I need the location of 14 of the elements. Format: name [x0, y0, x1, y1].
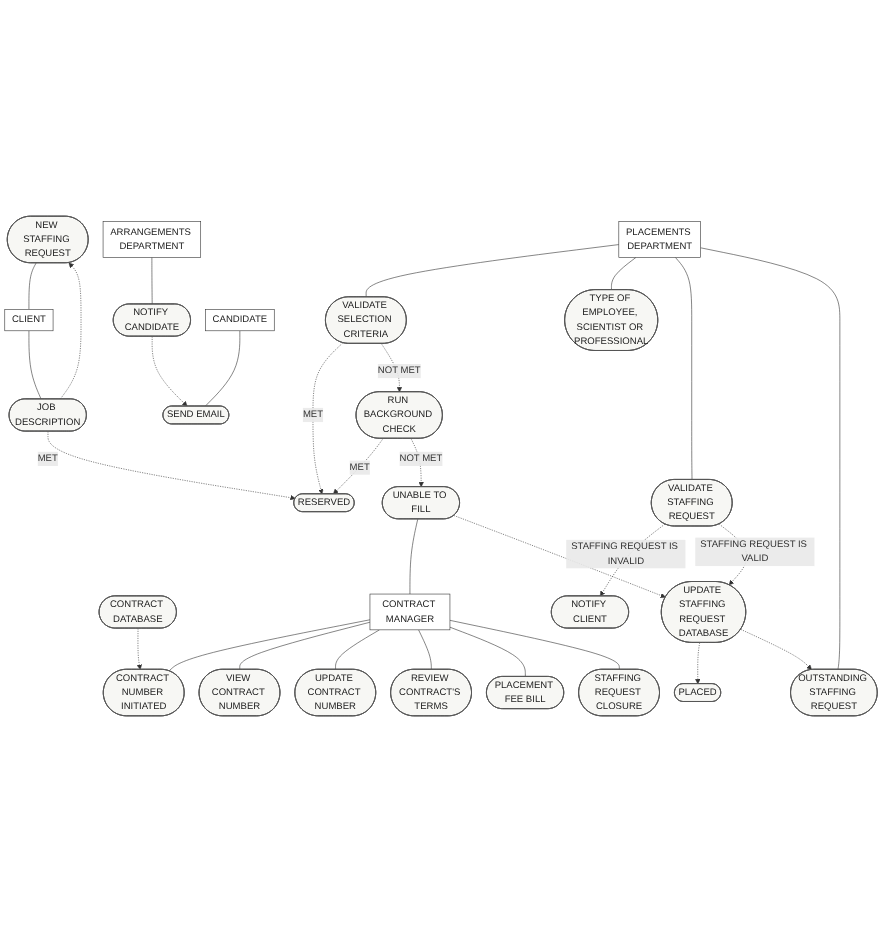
- connector: [449, 620, 620, 670]
- connector: [204, 330, 241, 407]
- connector: [335, 629, 380, 670]
- connector: [418, 629, 432, 670]
- connector: [675, 257, 693, 481]
- connector: [28, 262, 37, 310]
- connector: [611, 257, 637, 291]
- connector: [449, 626, 526, 677]
- connector: [151, 257, 153, 305]
- connector: [409, 518, 419, 595]
- connector: [168, 619, 371, 672]
- connector: [28, 330, 42, 400]
- connector: [365, 244, 620, 298]
- connector: [239, 621, 371, 670]
